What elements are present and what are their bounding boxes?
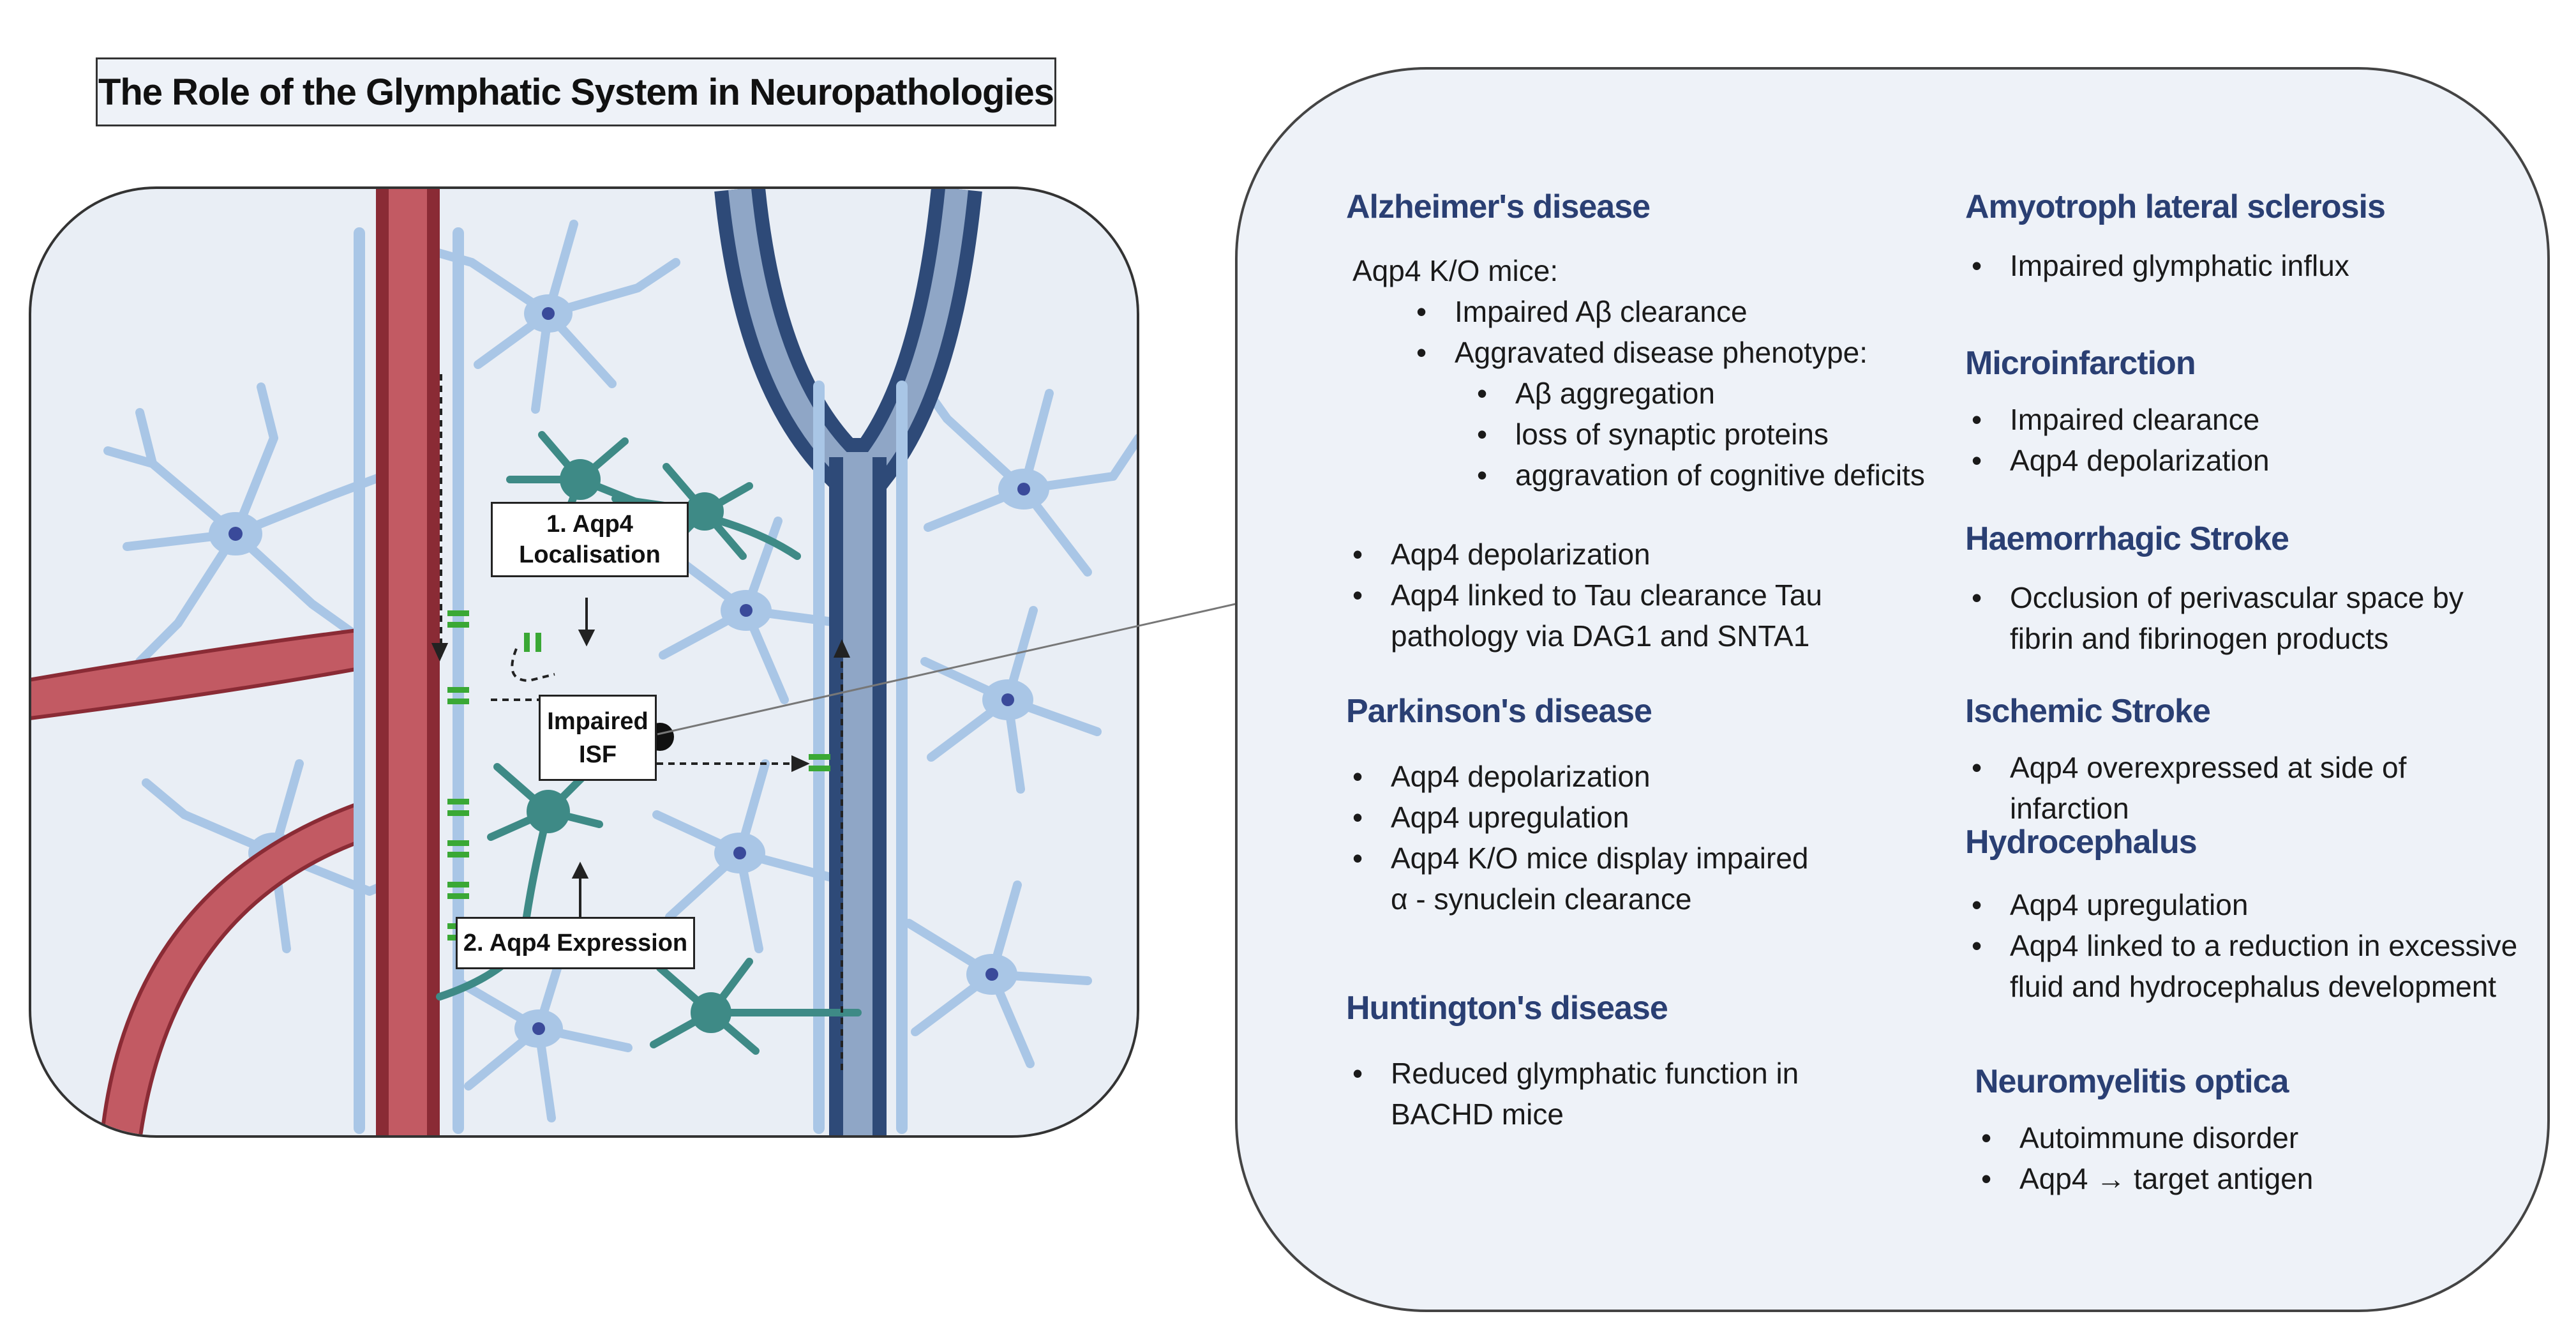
vein <box>714 189 982 1135</box>
section-hydrocephalus: Hydrocephalus Aqp4 upregulation Aqp4 lin… <box>1965 823 2527 1007</box>
nmo-heading: Neuromyelitis optica <box>1975 1063 2289 1100</box>
list-item: Aqp4 depolarization <box>1346 756 1831 797</box>
list-item: Aqp4 depolarization <box>1346 534 1933 575</box>
localisation-label-line2: Localisation <box>519 541 661 568</box>
list-item: Aggravated disease phenotype: <box>1410 332 1933 373</box>
isf-label-line1: Impaired <box>547 707 648 735</box>
nmo-list: Autoimmune disorder Aqp4 → target antige… <box>1975 1117 2524 1199</box>
aqp4-expression-label: 2. Aqp4 Expression <box>456 917 695 969</box>
list-item: Aqp4 upregulation <box>1965 884 2527 925</box>
section-ischemic: Ischemic Stroke Aqp4 overexpressed at si… <box>1965 692 2527 829</box>
alzheimers-subsublist: Aβ aggregation loss of synaptic proteins… <box>1346 373 1933 495</box>
ischemic-list: Aqp4 overexpressed at side of infarction <box>1965 747 2527 829</box>
alzheimers-sublist: Impaired Aβ clearance Aggravated disease… <box>1346 291 1933 373</box>
vessel-diagram <box>31 189 1137 1135</box>
als-list: Impaired glymphatic influx <box>1965 245 2527 286</box>
list-item: Aqp4 depolarization <box>1965 440 2527 481</box>
list-item: Impaired clearance <box>1965 399 2527 440</box>
list-item: Aqp4 linked to Tau clearance Tau patholo… <box>1346 575 1933 656</box>
astrocyte <box>458 941 633 1122</box>
haemorrhagic-heading: Haemorrhagic Stroke <box>1965 520 2289 557</box>
section-microinfarction: Microinfarction Impaired clearance Aqp4 … <box>1965 344 2527 481</box>
als-heading: Amyotroph lateral sclerosis <box>1965 188 2386 225</box>
list-item: Aqp4 upregulation <box>1346 797 1831 838</box>
alzheimers-intro: Aqp4 K/O mice: <box>1352 254 1559 287</box>
astrocyte <box>920 606 1102 794</box>
neuron <box>611 463 753 560</box>
list-item: Impaired Aβ clearance <box>1410 291 1933 332</box>
section-huntingtons: Huntington's disease Reduced glymphatic … <box>1346 989 1869 1135</box>
localisation-label-line1: 1. Aqp4 <box>546 511 633 538</box>
list-item: aggravation of cognitive deficits <box>1471 455 1933 495</box>
section-alzheimers: Alzheimer's disease Aqp4 K/O mice: Impai… <box>1346 188 1933 656</box>
astrocyte <box>904 880 1092 1068</box>
alzheimers-list: Aqp4 depolarization Aqp4 linked to Tau c… <box>1346 534 1933 656</box>
list-item: Aqp4 overexpressed at side of infarction <box>1965 747 2527 829</box>
title-box: The Role of the Glymphatic System in Neu… <box>96 57 1056 126</box>
section-nmo: Neuromyelitis optica Autoimmune disorder… <box>1975 1062 2524 1199</box>
isf-label-line2: ISF <box>578 741 617 768</box>
parkinsons-heading: Parkinson's disease <box>1346 693 1652 730</box>
huntingtons-heading: Huntington's disease <box>1346 990 1668 1027</box>
list-item: Aqp4 linked to a reduction in excessive … <box>1965 925 2527 1007</box>
list-item: Impaired glymphatic influx <box>1965 245 2527 286</box>
haemorrhagic-list: Occlusion of perivascular space by fibri… <box>1965 577 2527 659</box>
huntingtons-list: Reduced glymphatic function in BACHD mic… <box>1346 1053 1869 1135</box>
neuron <box>506 431 801 560</box>
microinfarction-heading: Microinfarction <box>1965 345 2196 382</box>
glymphatic-illustration: 1. Aqp4 Localisation Impaired ISF 2. Aqp… <box>29 186 1139 1138</box>
disease-summary-panel: Alzheimer's disease Aqp4 K/O mice: Impai… <box>1235 67 2550 1312</box>
hydrocephalus-list: Aqp4 upregulation Aqp4 linked to a reduc… <box>1965 884 2527 1007</box>
aqp4-localisation-label: 1. Aqp4 Localisation <box>491 502 689 577</box>
section-haemorrhagic: Haemorrhagic Stroke Occlusion of perivas… <box>1965 520 2527 659</box>
parkinsons-list: Aqp4 depolarization Aqp4 upregulation Aq… <box>1346 756 1831 919</box>
list-item: Aqp4 K/O mice display impaired α - synuc… <box>1346 838 1831 919</box>
alzheimers-heading: Alzheimer's disease <box>1346 188 1651 225</box>
neuron <box>650 958 862 1055</box>
microinfarction-list: Impaired clearance Aqp4 depolarization <box>1965 399 2527 481</box>
neuron <box>436 763 603 1001</box>
list-item: Occlusion of perivascular space by fibri… <box>1965 577 2527 659</box>
list-item: Autoimmune disorder <box>1975 1117 2524 1158</box>
astrocyte <box>103 382 387 666</box>
section-als: Amyotroph lateral sclerosis Impaired gly… <box>1965 188 2527 286</box>
impaired-isf-label: Impaired ISF <box>539 695 657 781</box>
ischemic-heading: Ischemic Stroke <box>1965 693 2211 730</box>
list-item: loss of synaptic proteins <box>1471 414 1933 455</box>
artery <box>31 189 440 1135</box>
page-title: The Role of the Glymphatic System in Neu… <box>98 71 1054 113</box>
astrocyte <box>652 759 878 953</box>
list-item: Aqp4 → target antigen <box>1975 1158 2524 1199</box>
expression-label-text: 2. Aqp4 Expression <box>463 929 688 956</box>
list-item: Reduced glymphatic function in BACHD mic… <box>1346 1053 1869 1135</box>
section-parkinsons: Parkinson's disease Aqp4 depolarization … <box>1346 692 1831 919</box>
neuron-cells <box>436 431 862 1055</box>
list-item: Aβ aggregation <box>1471 373 1933 414</box>
hydrocephalus-heading: Hydrocephalus <box>1965 824 2198 861</box>
astrocyte <box>423 220 680 414</box>
astrocyte <box>911 370 1137 577</box>
